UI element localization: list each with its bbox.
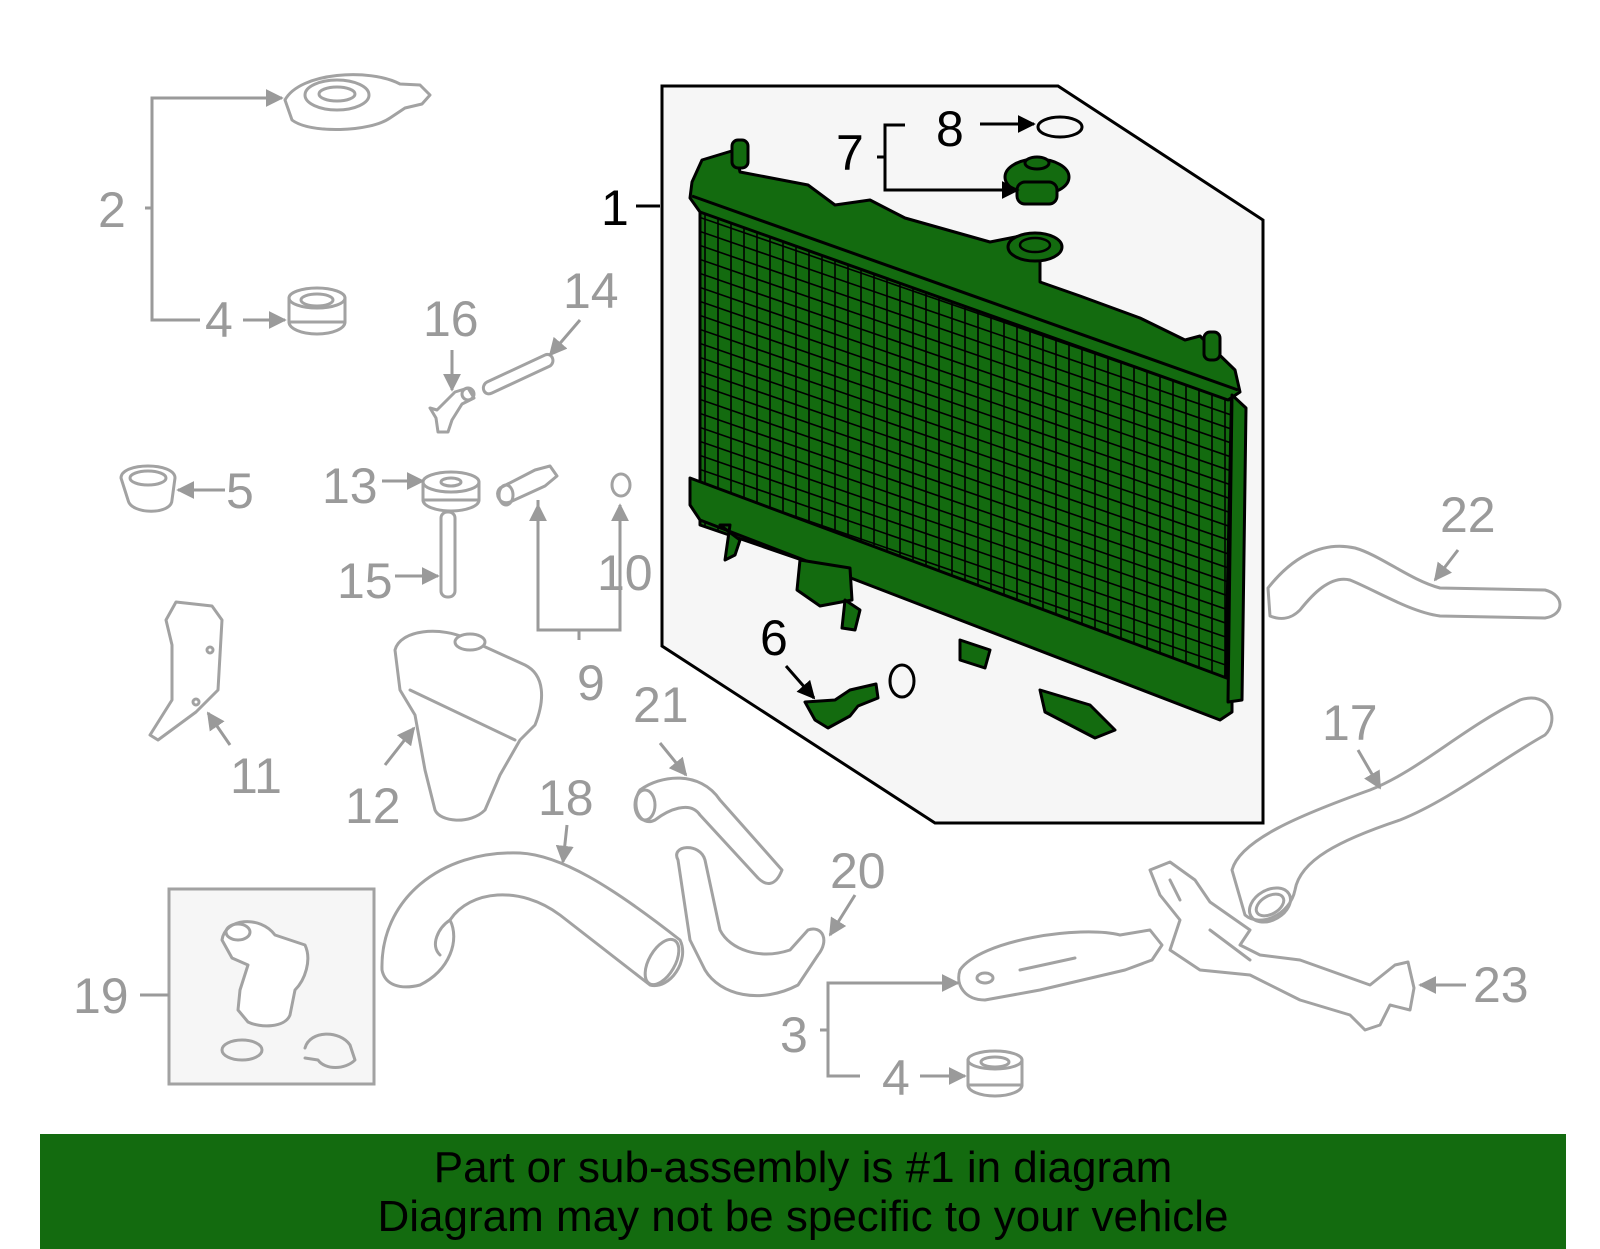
leader-17 bbox=[1356, 749, 1382, 790]
part-hose-17[interactable] bbox=[1230, 696, 1554, 929]
callout-7[interactable]: 7 bbox=[836, 125, 864, 181]
leader-14 bbox=[548, 319, 582, 357]
part-19-kit[interactable] bbox=[167, 887, 376, 1086]
leader-7 bbox=[877, 123, 1018, 190]
callout-14[interactable]: 14 bbox=[563, 263, 619, 319]
o-ring-cap[interactable] bbox=[1036, 115, 1084, 139]
leader-2 bbox=[145, 89, 284, 210]
core-tube-line bbox=[700, 297, 1232, 489]
banner-line-1: Part or sub-assembly is #1 in diagram bbox=[433, 1143, 1173, 1192]
leader-2b bbox=[145, 206, 200, 322]
part-cap-13[interactable] bbox=[421, 470, 481, 513]
core-tube-line bbox=[700, 409, 1232, 601]
callout-10[interactable]: 10 bbox=[597, 545, 653, 601]
o-ring-drain[interactable] bbox=[888, 663, 916, 699]
callout-21[interactable]: 21 bbox=[633, 677, 689, 733]
callout-13[interactable]: 13 bbox=[322, 458, 378, 514]
callout-12[interactable]: 12 bbox=[345, 778, 401, 834]
part-bracket-11[interactable] bbox=[148, 600, 224, 742]
part-tube-14[interactable] bbox=[481, 352, 555, 396]
leader-3 bbox=[820, 974, 960, 1032]
leader-20 bbox=[828, 894, 857, 937]
core-tube-line bbox=[700, 227, 1232, 419]
core-tube-line bbox=[700, 339, 1232, 531]
callout-9[interactable]: 9 bbox=[577, 655, 605, 711]
part-tube-15[interactable] bbox=[439, 510, 457, 599]
callout-16[interactable]: 16 bbox=[423, 291, 479, 347]
callout-3[interactable]: 3 bbox=[780, 1007, 808, 1063]
core-tube-line bbox=[700, 465, 1232, 657]
leader-22 bbox=[1433, 549, 1460, 582]
part-ring-10[interactable] bbox=[610, 472, 632, 498]
leader-18 bbox=[555, 824, 574, 864]
core-tube-line bbox=[700, 367, 1232, 559]
info-banner: Part or sub-assembly is #1 in diagram Di… bbox=[40, 1134, 1566, 1249]
part-hose-20[interactable] bbox=[675, 846, 826, 998]
callout-23[interactable]: 23 bbox=[1473, 957, 1529, 1013]
callout-1[interactable]: 1 bbox=[601, 180, 629, 236]
part-elbow-16[interactable] bbox=[428, 386, 476, 434]
part-grommet-4b[interactable] bbox=[966, 1049, 1024, 1098]
callout-8[interactable]: 8 bbox=[936, 101, 964, 157]
core-tube-line bbox=[700, 311, 1232, 503]
callout-19[interactable]: 19 bbox=[73, 968, 129, 1024]
leader-12 bbox=[383, 726, 416, 766]
leader-6 bbox=[784, 665, 816, 700]
callout-6[interactable]: 6 bbox=[760, 610, 788, 666]
leader-21 bbox=[658, 742, 688, 777]
part-hose-18[interactable] bbox=[380, 851, 686, 990]
part-hose-22[interactable] bbox=[1266, 544, 1562, 620]
part-sensor-9[interactable] bbox=[496, 464, 559, 507]
core-tube-line bbox=[700, 269, 1232, 461]
callout-18[interactable]: 18 bbox=[538, 770, 594, 826]
callout-4b[interactable]: 4 bbox=[882, 1050, 910, 1106]
core-tube-line bbox=[700, 423, 1232, 615]
callout-20[interactable]: 20 bbox=[830, 843, 886, 899]
part-grommet-4a[interactable] bbox=[287, 286, 347, 336]
core-tube-line bbox=[700, 283, 1232, 475]
core-tube-line bbox=[700, 395, 1232, 587]
banner-line-2: Diagram may not be specific to your vehi… bbox=[377, 1192, 1229, 1241]
core-tube-line bbox=[700, 353, 1232, 545]
part-plate-3[interactable] bbox=[957, 928, 1164, 1002]
leader-11 bbox=[206, 711, 232, 746]
callout-15[interactable]: 15 bbox=[337, 553, 393, 609]
core-tube-line bbox=[700, 241, 1232, 433]
callout-22[interactable]: 22 bbox=[1440, 487, 1496, 543]
core-tube-line bbox=[700, 381, 1232, 573]
part-reservoir-12[interactable] bbox=[393, 629, 544, 822]
core-tube-line bbox=[700, 325, 1232, 517]
core-tube-line bbox=[700, 437, 1232, 629]
part-grommet-5[interactable] bbox=[119, 464, 177, 513]
leader-3b bbox=[826, 1030, 860, 1078]
part-hose-21[interactable] bbox=[633, 776, 784, 885]
callout-11[interactable]: 11 bbox=[230, 748, 282, 804]
callout-17[interactable]: 17 bbox=[1322, 695, 1378, 751]
core-tube-line bbox=[700, 451, 1232, 643]
callout-4a[interactable]: 4 bbox=[205, 292, 233, 348]
part-pipe-23[interactable] bbox=[1148, 860, 1416, 1032]
callout-5[interactable]: 5 bbox=[226, 463, 254, 519]
core-tube-line bbox=[700, 255, 1232, 447]
callout-2[interactable]: 2 bbox=[98, 182, 126, 238]
part-reservoir-cap-plate[interactable] bbox=[283, 73, 432, 132]
